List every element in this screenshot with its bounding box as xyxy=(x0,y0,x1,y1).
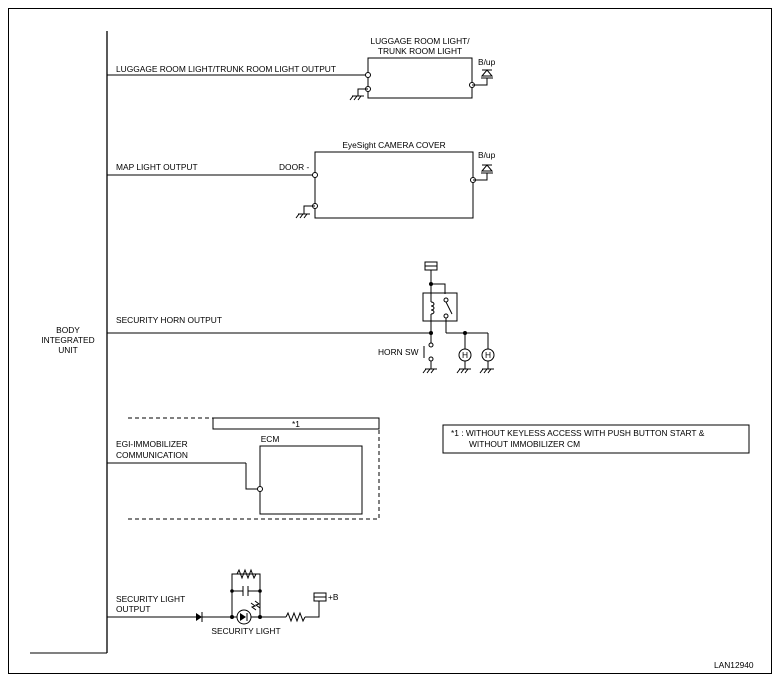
plus-b-label: +B xyxy=(328,592,339,602)
resistor-icon xyxy=(285,611,306,623)
horn-1-symbol: H xyxy=(462,350,468,360)
note-tag-box xyxy=(212,417,380,430)
ground-symbol xyxy=(479,368,494,374)
eyesight-camera-cover-box xyxy=(314,151,474,219)
eyesight-box-title: EyeSight CAMERA COVER xyxy=(342,140,445,150)
ground-symbol xyxy=(295,213,310,219)
battery-backup-symbol xyxy=(480,164,494,174)
note-tag: *1 xyxy=(292,419,300,429)
security-light-output-line-2: OUTPUT xyxy=(116,604,150,614)
note-box: *1 : WITHOUT KEYLESS ACCESS WITH PUSH BU… xyxy=(442,424,750,454)
light-emission-icon xyxy=(250,600,261,611)
luggage-output-label: LUGGAGE ROOM LIGHT/TRUNK ROOM LIGHT OUTP… xyxy=(116,64,336,74)
door-label: DOOR - xyxy=(279,162,309,172)
battery-backup-symbol xyxy=(480,69,494,79)
ground-symbol xyxy=(422,368,437,374)
security-horn-output-label: SECURITY HORN OUTPUT xyxy=(116,315,222,325)
luggage-circuit: LUGGAGE ROOM LIGHT/TRUNK ROOM LIGHT OUTP… xyxy=(107,36,496,101)
note-line-2: WITHOUT IMMOBILIZER CM xyxy=(469,439,580,449)
bcm-label-line-3: UNIT xyxy=(58,345,78,355)
map-light-circuit: MAP LIGHT OUTPUT DOOR - EyeSight CAMERA … xyxy=(107,140,496,219)
diagram-code: LAN12940 xyxy=(714,660,754,670)
luggage-box-title-1: LUGGAGE ROOM LIGHT/ xyxy=(370,36,470,46)
diode-icon xyxy=(196,612,203,622)
relay-coil-icon xyxy=(430,301,435,315)
egi-label-line-1: EGI-IMMOBILIZER xyxy=(116,439,188,449)
map-light-output-label: MAP LIGHT OUTPUT xyxy=(116,162,198,172)
ecm-label: ECM xyxy=(261,434,280,444)
luggage-light-box xyxy=(367,57,473,99)
horn-relay-box xyxy=(422,292,458,322)
diagram-frame xyxy=(8,8,772,674)
horn-icon: H xyxy=(481,348,495,362)
luggage-bup-label: B/up xyxy=(478,57,496,67)
fuse-icon xyxy=(313,592,327,602)
ecm-box xyxy=(259,445,363,515)
horn-icon: H xyxy=(458,348,472,362)
bcm-bus xyxy=(30,31,108,654)
bcm-label: BODY INTEGRATED UNIT xyxy=(41,325,94,355)
horn-sw-label: HORN SW xyxy=(378,347,419,357)
security-light-output-line-1: SECURITY LIGHT xyxy=(116,594,185,604)
capacitor-icon xyxy=(232,586,260,596)
ground-symbol xyxy=(456,368,471,374)
note-line-1: *1 : WITHOUT KEYLESS ACCESS WITH PUSH BU… xyxy=(451,428,705,438)
map-bup-label: B/up xyxy=(478,150,496,160)
luggage-box-title-2: TRUNK ROOM LIGHT xyxy=(378,46,462,56)
egi-immobilizer-circuit: *1 EGI-IMMOBILIZER COMMUNICATION ECM xyxy=(107,417,380,520)
horn-2-symbol: H xyxy=(485,350,491,360)
resistor-icon xyxy=(236,568,257,580)
security-light-label: SECURITY LIGHT xyxy=(211,626,280,636)
bcm-label-line-1: BODY xyxy=(56,325,80,335)
bcm-label-line-2: INTEGRATED xyxy=(41,335,94,345)
security-light-led-icon xyxy=(236,609,252,625)
fuse-icon xyxy=(424,261,438,271)
security-light-circuit: SECURITY LIGHT OUTPUT xyxy=(107,568,339,636)
security-horn-circuit: SECURITY HORN OUTPUT H H xyxy=(107,261,495,374)
egi-label-line-2: COMMUNICATION xyxy=(116,450,188,460)
horn-switch-icon xyxy=(423,342,434,362)
ground-symbol xyxy=(349,95,364,101)
